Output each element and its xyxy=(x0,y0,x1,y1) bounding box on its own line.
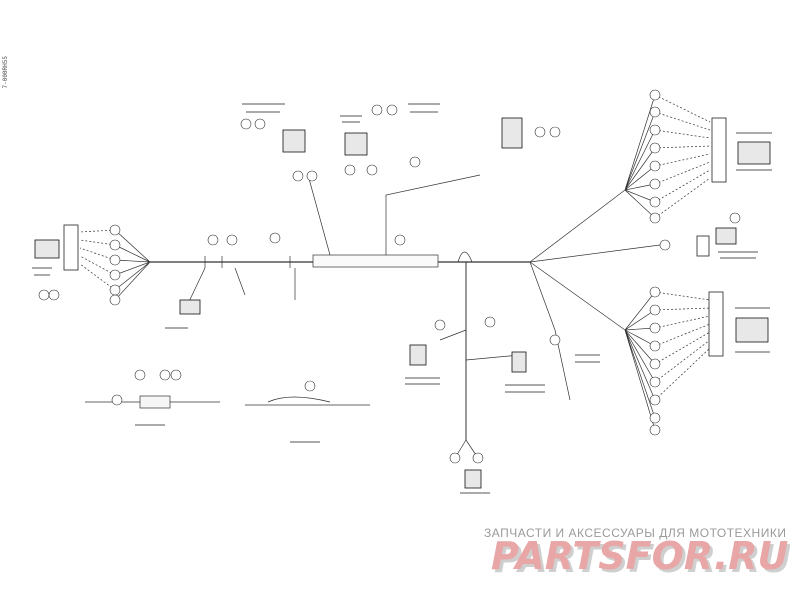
component-sketch-1 xyxy=(409,344,427,366)
connector-right-top xyxy=(711,117,727,183)
partsfor-logo: PARTSFOR.RU PARTSFOR.RU xyxy=(491,536,790,581)
connector-right-mid xyxy=(696,235,710,257)
sensor-sketch-2 xyxy=(344,132,368,156)
connector-sketch-left xyxy=(34,239,60,259)
connector-sketch-right-bottom xyxy=(735,317,769,343)
harness-sleeve xyxy=(312,254,439,268)
connector-sketch-right-top xyxy=(737,141,771,165)
watermark-text: ЗАПЧАСТИ И АКСЕССУАРЫ ДЛЯ МОТОТЕХНИКИ xyxy=(484,526,787,540)
svg-text:PARTSFOR.RU: PARTSFOR.RU xyxy=(491,536,789,578)
trunk-loop xyxy=(457,251,473,263)
branch-up xyxy=(385,174,481,255)
fan-top xyxy=(529,189,626,263)
connector-left xyxy=(63,224,79,271)
fan-bottom xyxy=(529,261,626,331)
sensor-sketch-1 xyxy=(282,129,306,153)
connector-sketch-right-mid xyxy=(715,227,737,245)
fan-mid xyxy=(529,244,661,263)
component-sketch-3 xyxy=(179,299,201,315)
connector-right-bottom xyxy=(708,291,724,357)
component-sketch-2 xyxy=(511,351,527,373)
switch-sketch xyxy=(464,469,482,489)
relay-sketch xyxy=(501,117,523,149)
svg-text:PARTSFOR.RU: PARTSFOR.RU xyxy=(494,537,790,581)
